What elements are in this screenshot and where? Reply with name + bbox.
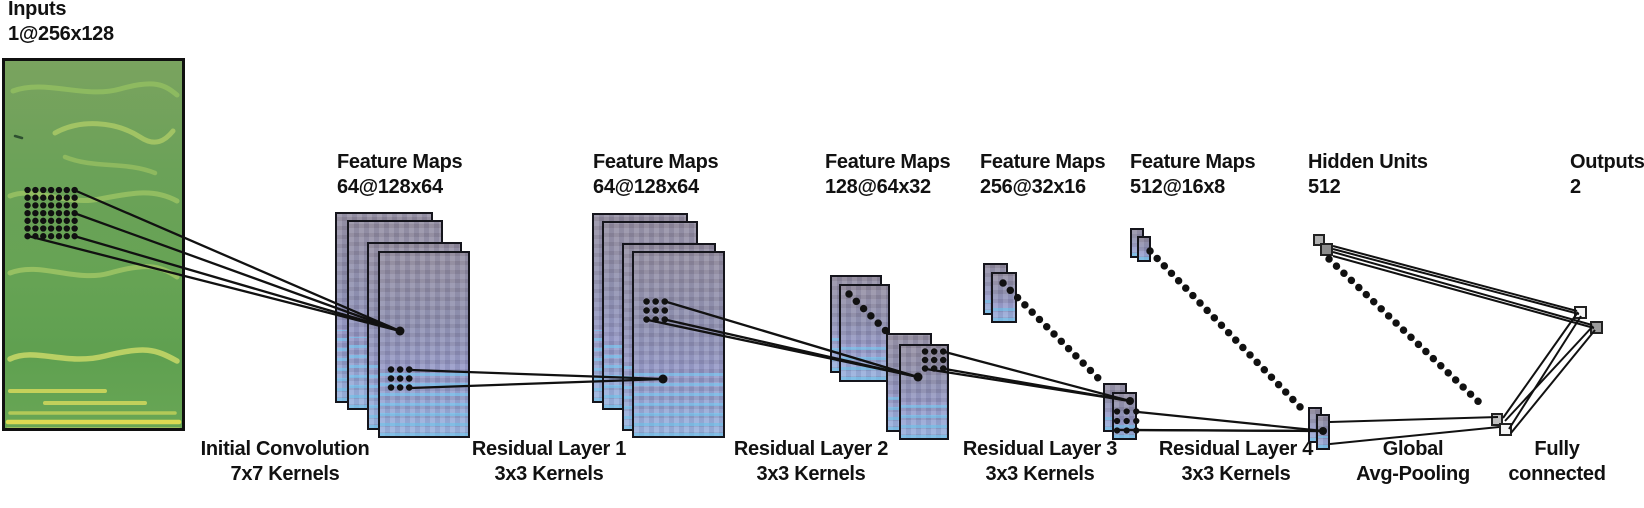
label-line: Hidden Units — [1308, 151, 1428, 173]
label-line: 3x3 Kernels — [494, 463, 604, 485]
label-line: Residual Layer 3 — [962, 438, 1118, 460]
label-feature-maps-1: Feature Maps 64@128x64 — [337, 150, 463, 200]
stack3-upper-panel-2 — [839, 284, 890, 382]
label-global-avg-pooling: Global Avg-Pooling — [1356, 437, 1470, 487]
hidden-unit-square-top-2 — [1320, 243, 1333, 256]
label-line: 7x7 Kernels — [230, 463, 340, 485]
label-residual-layer-3: Residual Layer 3 3x3 Kernels — [963, 437, 1117, 487]
label-line: 3x3 Kernels — [1181, 463, 1291, 485]
label-line: 1@256x128 — [8, 23, 114, 45]
label-line: 64@128x64 — [337, 176, 443, 198]
label-initial-convolution: Initial Convolution 7x7 Kernels — [201, 437, 370, 487]
label-line: Avg-Pooling — [1356, 463, 1470, 485]
label-line: connected — [1508, 463, 1606, 485]
label-line: Feature Maps — [980, 151, 1106, 173]
label-line: Global — [1382, 438, 1444, 460]
label-line: Initial Convolution — [200, 438, 370, 460]
label-line: Inputs — [8, 0, 67, 20]
label-feature-maps-3: Feature Maps 128@64x32 — [825, 150, 951, 200]
label-line: Residual Layer 2 — [733, 438, 889, 460]
stack4-lower-panel-2 — [1112, 392, 1137, 440]
label-line: Outputs — [1570, 151, 1644, 173]
label-feature-maps-5: Feature Maps 512@16x8 — [1130, 150, 1256, 200]
label-residual-layer-2: Residual Layer 2 3x3 Kernels — [734, 437, 888, 487]
label-inputs: Inputs 1@256x128 — [8, 0, 114, 47]
label-line: 128@64x32 — [825, 176, 931, 198]
label-line: 3x3 Kernels — [985, 463, 1095, 485]
label-outputs: Outputs 2 — [1570, 150, 1644, 200]
output-unit-square-1 — [1574, 306, 1587, 319]
label-line: Feature Maps — [825, 151, 951, 173]
fully-connected-lines-top — [1332, 245, 1595, 329]
label-line: 64@128x64 — [593, 176, 699, 198]
stack2-panel-4 — [632, 251, 725, 438]
label-feature-maps-4: Feature Maps 256@32x16 — [980, 150, 1106, 200]
label-line: 256@32x16 — [980, 176, 1086, 198]
label-line: 512 — [1308, 176, 1341, 198]
stack4-upper-panel-2 — [991, 272, 1017, 323]
stack1-panel-4 — [378, 251, 470, 438]
label-hidden-units: Hidden Units 512 — [1308, 150, 1428, 200]
residual3-projection-lines — [925, 350, 1131, 403]
label-line: Residual Layer 1 — [471, 438, 627, 460]
spectrogram-texture — [5, 61, 182, 428]
label-residual-layer-4: Residual Layer 4 3x3 Kernels — [1159, 437, 1313, 487]
fully-connected-lines-bottom — [1502, 311, 1596, 434]
label-feature-maps-2: Feature Maps 64@128x64 — [593, 150, 719, 200]
label-line: Feature Maps — [593, 151, 719, 173]
label-line: 2 — [1570, 176, 1581, 198]
label-line: Residual Layer 4 — [1158, 438, 1314, 460]
stack5-lower-panel-2 — [1316, 414, 1330, 450]
label-line: Feature Maps — [337, 151, 463, 173]
label-line: Fully — [1534, 438, 1580, 460]
input-spectrogram-image — [2, 58, 185, 431]
stack5-upper-panel-2 — [1137, 236, 1151, 262]
output-unit-square-2 — [1590, 321, 1603, 334]
label-residual-layer-1: Residual Layer 1 3x3 Kernels — [472, 437, 626, 487]
label-fully-connected: Fully connected — [1508, 437, 1606, 487]
label-line: Feature Maps — [1130, 151, 1256, 173]
hidden-unit-square-bottom-2 — [1499, 423, 1512, 436]
residual4-projection-lines — [1118, 410, 1324, 433]
stack3-lower-panel-2 — [899, 344, 949, 440]
label-line: 3x3 Kernels — [756, 463, 866, 485]
label-line: 512@16x8 — [1130, 176, 1225, 198]
